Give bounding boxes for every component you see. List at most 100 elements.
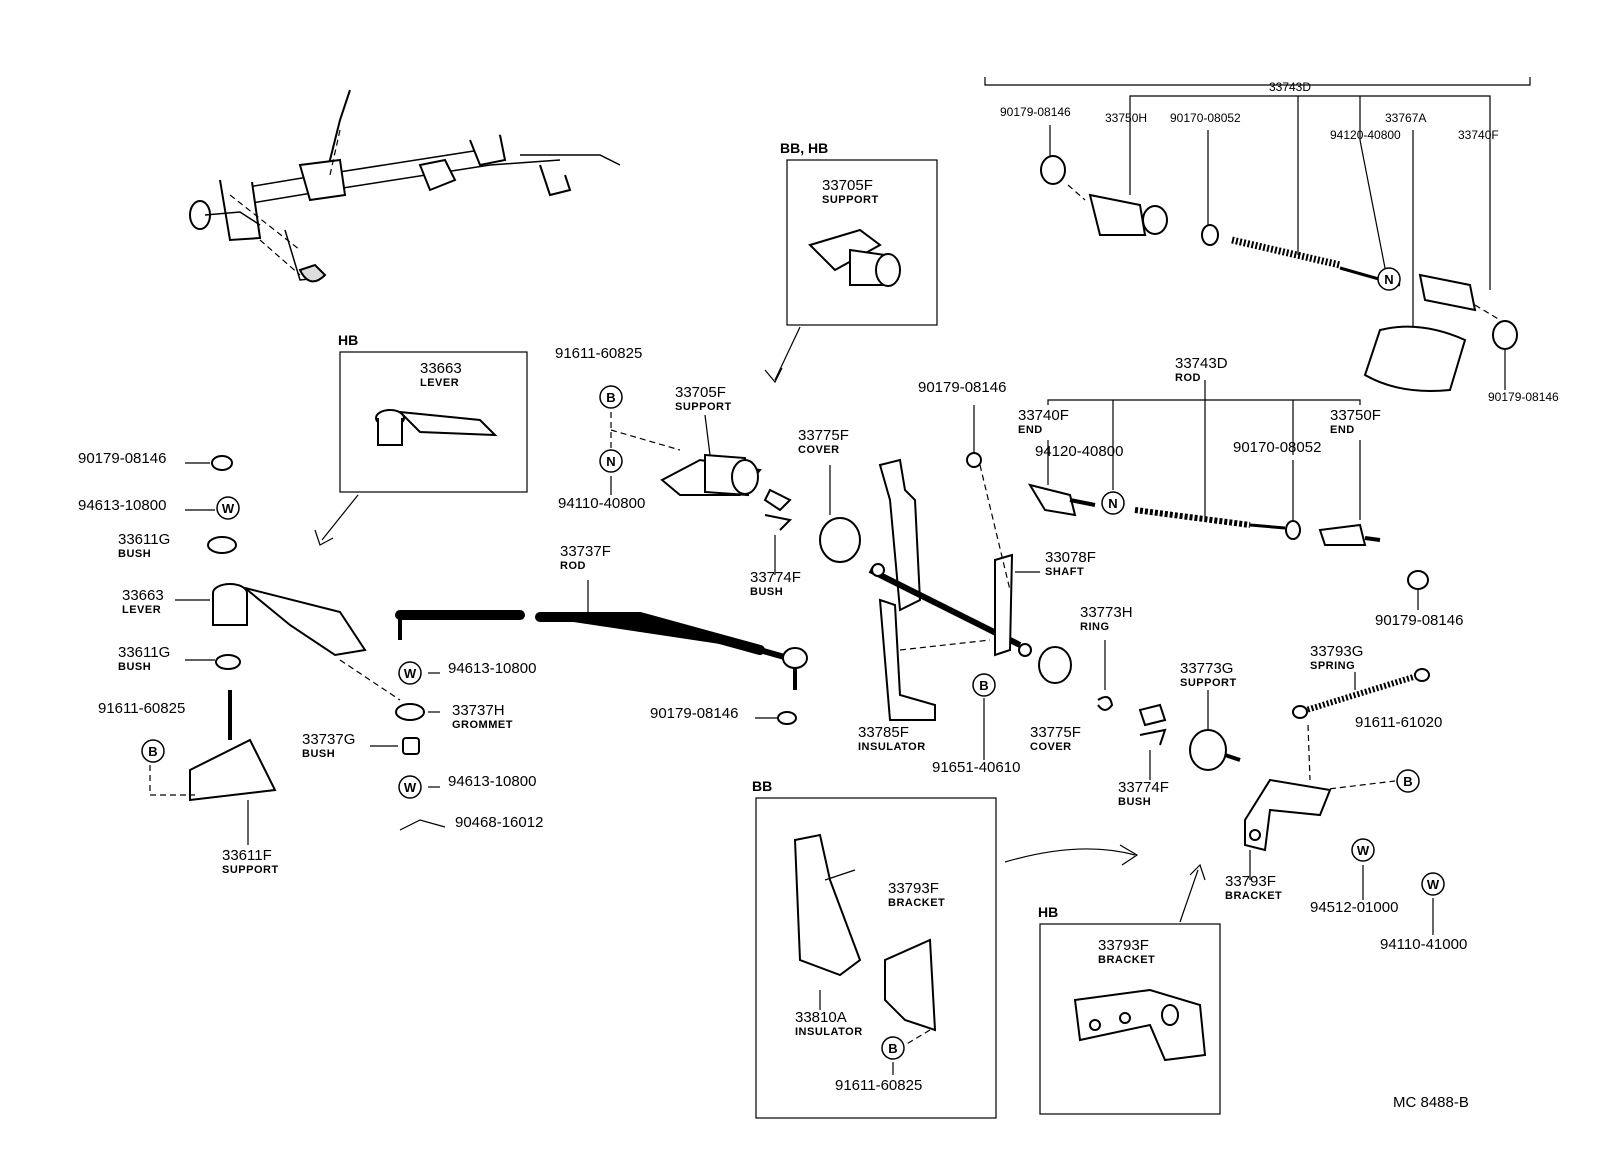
label-90179-08146-f: 90179-08146: [1375, 612, 1463, 629]
label-support-a: SUPPORT: [675, 401, 732, 413]
label-bush-a: BUSH: [118, 548, 151, 560]
label-90170-08052-a: 90170-08052: [1170, 111, 1241, 125]
support-33705f: [610, 412, 861, 575]
inset-box-hb-lever: [339, 351, 528, 493]
label-support-c: SUPPORT: [1180, 677, 1237, 689]
symbol-letter: W: [222, 501, 235, 516]
label-90179-08146-b: 90179-08146: [1488, 390, 1559, 404]
label-33663: 33663: [122, 587, 164, 604]
support-inset-drawing: [764, 228, 901, 384]
label-33737h: 33737H: [452, 702, 505, 719]
label-bb: BB: [752, 778, 772, 794]
symbol-letter: W: [404, 780, 417, 795]
label-94613-10800-b: 94613-10800: [448, 660, 536, 677]
label-bbhb: BB, HB: [780, 140, 828, 156]
label-94120-40800-b: 94120-40800: [1035, 443, 1123, 460]
label-33773h: 33773H: [1080, 604, 1133, 621]
label-90468-16012: 90468-16012: [455, 814, 543, 831]
label-94613-10800-c: 94613-10800: [448, 773, 536, 790]
symbol-b-icon: B: [1396, 769, 1420, 793]
label-33743d-mid: 33743D: [1175, 355, 1228, 372]
washer-icon: [1201, 224, 1219, 246]
label-33740f-a: 33740F: [1458, 128, 1499, 142]
inset-box-hb-bracket: [1039, 923, 1221, 1115]
symbol-w-icon: W: [216, 496, 240, 520]
label-support-b: SUPPORT: [222, 864, 279, 876]
symbol-letter: B: [606, 390, 615, 405]
symbol-letter: N: [1384, 272, 1393, 287]
bracket-spring-assembly: [1004, 570, 1434, 935]
shaft-bracket-assembly: [868, 458, 1114, 760]
label-insulator-a: INSULATOR: [858, 741, 926, 753]
left-lever-stack: [149, 455, 401, 845]
label-94613-10800-a: 94613-10800: [78, 497, 166, 514]
symbol-w-icon: W: [1351, 838, 1375, 862]
label-cover-b: COVER: [1030, 741, 1072, 753]
label-33774f-b: 33774F: [1118, 779, 1169, 796]
label-lever-box: LEVER: [420, 377, 459, 389]
symbol-letter: B: [1403, 774, 1412, 789]
label-91611-60825-b: 91611-60825: [98, 700, 185, 717]
label-91611-61020: 91611-61020: [1355, 714, 1442, 731]
label-33774f-a: 33774F: [750, 569, 801, 586]
symbol-b-icon: B: [972, 673, 996, 697]
label-lever: LEVER: [122, 604, 161, 616]
label-33078f: 33078F: [1045, 549, 1096, 566]
label-33793f-a: 33793F: [1225, 873, 1276, 890]
symbol-letter: B: [979, 678, 988, 693]
label-33810a: 33810A: [795, 1009, 847, 1026]
label-bush-b: BUSH: [118, 661, 151, 673]
label-rod-a: ROD: [560, 560, 586, 572]
label-spring: SPRING: [1310, 660, 1355, 672]
label-33737f: 33737F: [560, 543, 611, 560]
label-cover-a: COVER: [798, 444, 840, 456]
label-end-b: END: [1330, 424, 1355, 436]
symbol-letter: W: [404, 666, 417, 681]
label-90179-08146-a: 90179-08146: [1000, 105, 1071, 119]
symbol-b-icon: B: [599, 385, 623, 409]
symbol-b-icon: B: [881, 1036, 905, 1060]
symbol-letter: N: [1108, 496, 1117, 511]
label-ring: RING: [1080, 621, 1110, 633]
label-bush-c: BUSH: [302, 748, 335, 760]
label-33750h: 33750H: [1105, 111, 1147, 125]
label-insulator-b: INSULATOR: [795, 1026, 863, 1038]
label-bracket-bb: BRACKET: [888, 897, 945, 909]
label-91611-60825-c: 91611-60825: [835, 1077, 922, 1094]
label-end-a: END: [1018, 424, 1043, 436]
inset-box-bbhb: [786, 159, 938, 326]
label-94110-41000: 94110-41000: [1380, 936, 1467, 953]
label-94120-40800-a: 94120-40800: [1330, 128, 1401, 142]
symbol-letter: N: [606, 454, 615, 469]
label-bracket-a: BRACKET: [1225, 890, 1282, 902]
label-91611-60825-a: 91611-60825: [555, 345, 642, 362]
label-90179-08146-c: 90179-08146: [78, 450, 166, 467]
label-33785f: 33785F: [858, 724, 909, 741]
symbol-w-icon: W: [398, 661, 422, 685]
label-33611g-b: 33611G: [118, 644, 170, 661]
symbol-letter: B: [888, 1041, 897, 1056]
nut-icon: [1040, 155, 1066, 185]
label-33793f-bb: 33793F: [888, 880, 939, 897]
symbol-b-icon: B: [141, 739, 165, 763]
symbol-n-icon: N: [599, 449, 623, 473]
label-support-box: SUPPORT: [822, 194, 879, 206]
label-33775f-a: 33775F: [798, 427, 849, 444]
label-bracket-hb: BRACKET: [1098, 954, 1155, 966]
symbol-n-icon: N: [1101, 491, 1125, 515]
inset-box-bb: [755, 797, 997, 1119]
rod-assembly-middle: [966, 380, 1381, 591]
label-33767a: 33767A: [1385, 111, 1426, 125]
label-90170-08052-b: 90170-08052: [1233, 439, 1321, 456]
symbol-n-icon: N: [1377, 267, 1401, 291]
bb-inset-drawing: [793, 833, 937, 1075]
label-layer: 33743D 90179-08146 33750H 90170-08052 33767A…: [78, 80, 1559, 1111]
label-33743d-top: 33743D: [1269, 80, 1311, 94]
lever-inset-drawing: [314, 409, 498, 546]
label-33793g: 33793G: [1310, 643, 1363, 660]
label-94512-01000: 94512-01000: [1310, 899, 1398, 916]
label-90179-08146-d: 90179-08146: [650, 705, 738, 722]
label-33737g: 33737G: [302, 731, 355, 748]
symbol-letter: W: [1427, 877, 1440, 892]
